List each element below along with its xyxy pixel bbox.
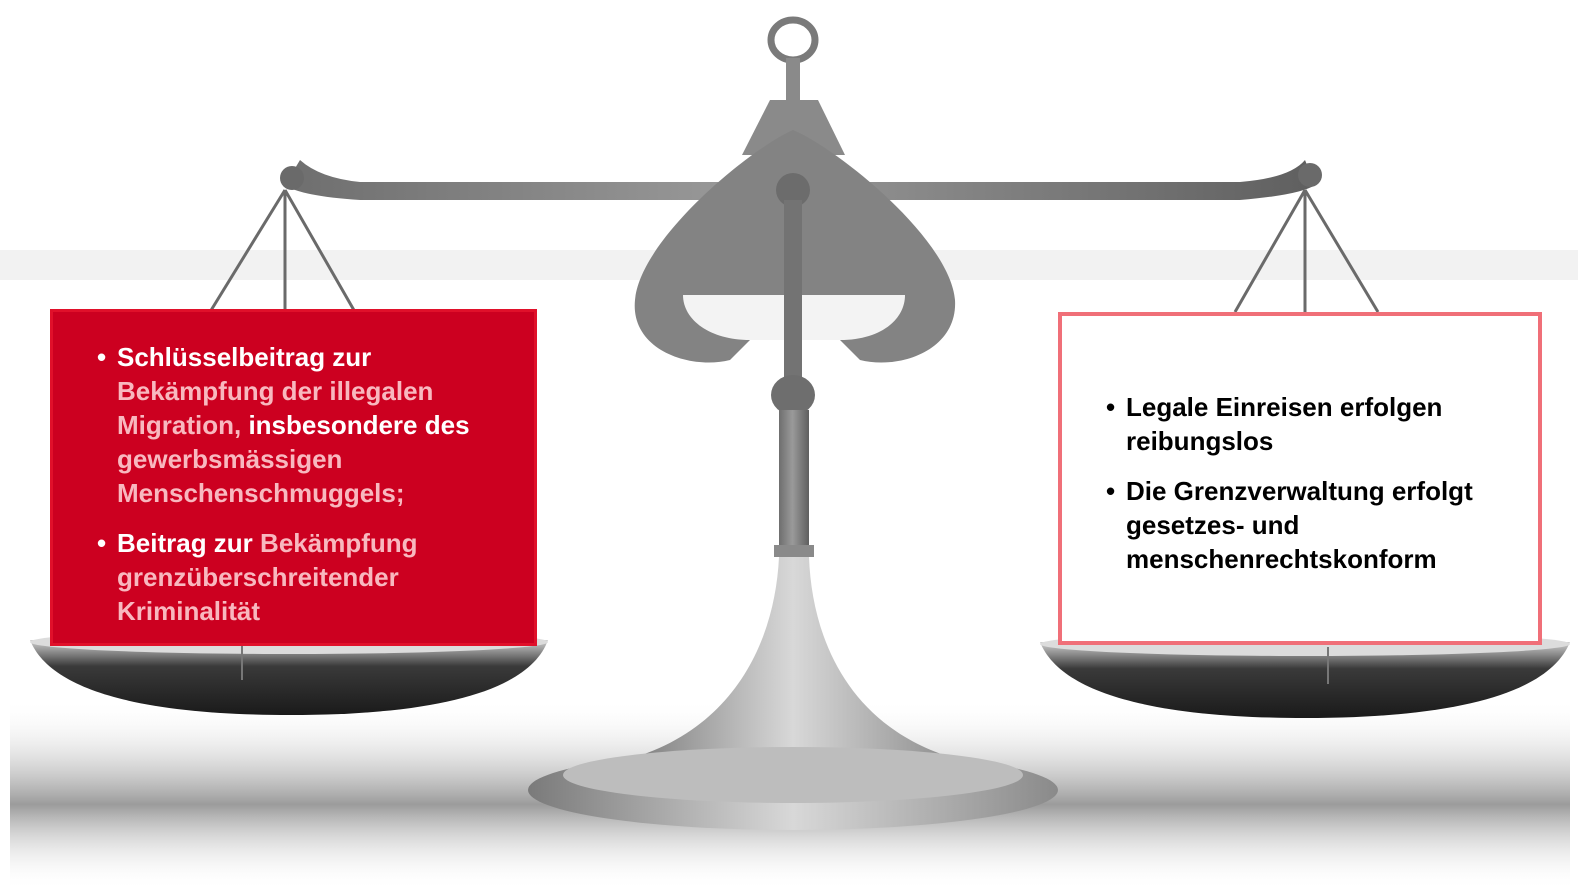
left-item2-part2: Bekämpfung grenzüberschreitender Krimina… bbox=[117, 528, 418, 626]
left-item2-part1: Beitrag zur bbox=[117, 528, 253, 558]
left-pan bbox=[30, 640, 548, 715]
column bbox=[779, 410, 809, 550]
scale-base-top bbox=[563, 747, 1023, 803]
central-knob bbox=[776, 173, 810, 207]
left-item1-part3: insbesondere des bbox=[248, 410, 470, 440]
right-bullet-list: Legale Einreisen erfolgen reibungslos Di… bbox=[1106, 390, 1522, 576]
left-item1-part1: Schlüsselbeitrag zur bbox=[117, 342, 372, 372]
right-pan bbox=[1040, 642, 1570, 718]
left-argument-box: Schlüsselbeitrag zur Bekämpfung der ille… bbox=[50, 309, 537, 646]
beam-left-end bbox=[280, 166, 304, 190]
left-chains bbox=[208, 189, 357, 313]
pivot-top bbox=[742, 100, 845, 155]
central-joint bbox=[771, 375, 815, 415]
beam-right-end bbox=[1298, 163, 1322, 187]
right-chains bbox=[1233, 189, 1380, 313]
left-bullet-list: Schlüsselbeitrag zur Bekämpfung der ille… bbox=[97, 340, 514, 628]
right-bullet-item-2: Die Grenzverwaltung erfolgt gesetzes- un… bbox=[1106, 474, 1522, 576]
central-needle bbox=[784, 200, 802, 380]
column-flare bbox=[626, 557, 960, 760]
left-item1-part2: Bekämpfung der illegalen Migration, bbox=[117, 376, 434, 440]
left-bullet-item-2: Beitrag zur Bekämpfung grenzüberschreite… bbox=[97, 526, 514, 628]
right-bullet-item-1: Legale Einreisen erfolgen reibungslos bbox=[1106, 390, 1522, 458]
left-item1-part4: gewerbsmässigen Menschenschmuggels; bbox=[117, 444, 405, 508]
column-collar bbox=[774, 545, 814, 557]
right-argument-box: Legale Einreisen erfolgen reibungslos Di… bbox=[1058, 312, 1542, 645]
balance-beam bbox=[285, 160, 1315, 200]
ring-stem bbox=[786, 58, 800, 103]
top-ring bbox=[767, 16, 819, 64]
left-bullet-item-1: Schlüsselbeitrag zur Bekämpfung der ille… bbox=[97, 340, 514, 510]
